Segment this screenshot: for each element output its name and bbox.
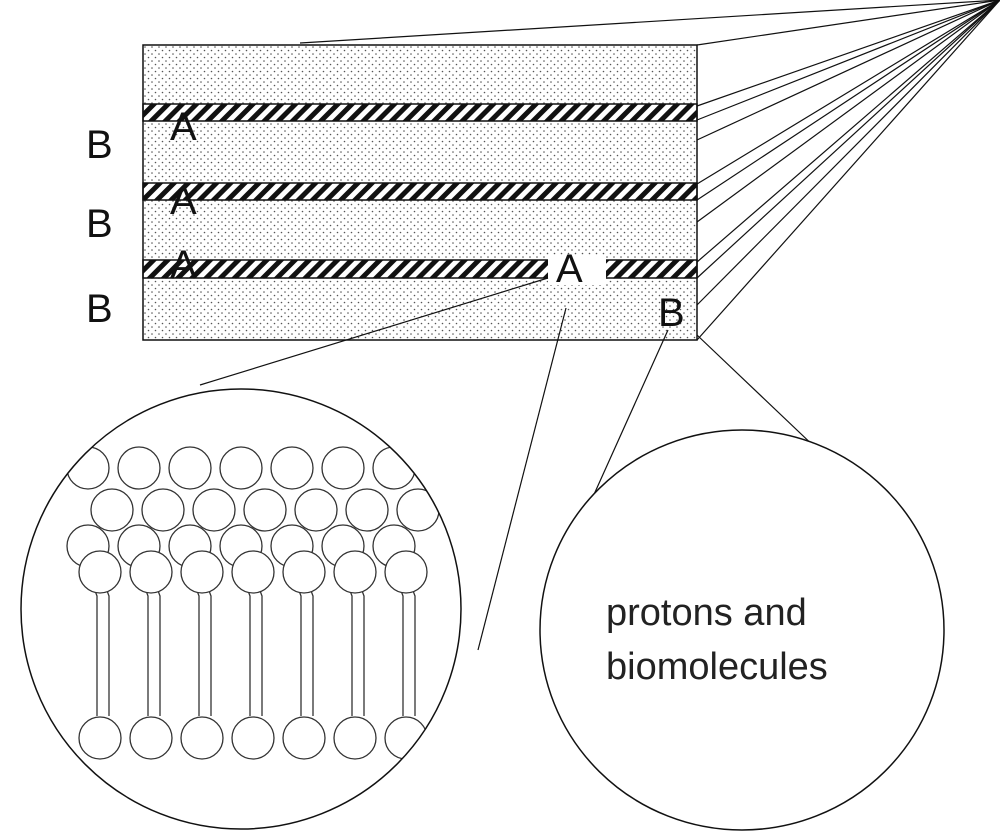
lipid-head xyxy=(282,550,326,594)
label-b-zoom: B xyxy=(658,291,685,335)
lipid-tail xyxy=(246,587,251,716)
lipid-tail xyxy=(297,587,302,716)
label-a-1: A xyxy=(170,105,197,149)
lipid-tail xyxy=(309,587,314,716)
lipid-tail xyxy=(399,587,404,716)
lipid-head xyxy=(294,488,338,532)
lipid-head xyxy=(168,446,212,490)
lipid-head xyxy=(396,488,440,532)
lipid-head xyxy=(231,716,275,760)
lipid-head xyxy=(282,716,326,760)
lipid-head xyxy=(333,550,377,594)
lipid-head xyxy=(219,446,263,490)
lipid-tail xyxy=(195,587,200,716)
convergence-lines xyxy=(299,0,1000,341)
lipid-head xyxy=(321,446,365,490)
lipid-tail xyxy=(411,587,416,716)
layer-stack xyxy=(142,44,698,341)
stack-outline xyxy=(142,44,698,341)
label-a-gap xyxy=(548,255,606,285)
lipid-head xyxy=(243,488,287,532)
lipid-zoom-outline xyxy=(20,388,462,830)
membrane-layer-2 xyxy=(142,182,698,201)
label-a-zoom: A xyxy=(556,247,583,291)
lipid-head xyxy=(180,716,224,760)
aqueous-note-line-2: biomolecules xyxy=(606,646,828,688)
lipid-head xyxy=(180,550,224,594)
lipid-head xyxy=(345,488,389,532)
membrane-layer-3 xyxy=(142,259,698,279)
aqueous-zoom: protons and biomolecules xyxy=(539,429,945,831)
aqueous-zoom-outline xyxy=(539,429,945,831)
label-b-1: B xyxy=(86,123,113,167)
label-b-3: B xyxy=(86,287,113,331)
lipid-tail xyxy=(360,587,365,716)
label-a-2: A xyxy=(170,179,197,223)
lipid-head xyxy=(192,488,236,532)
lipid-bilayer-zoom xyxy=(20,388,462,830)
lipid-tail xyxy=(348,587,353,716)
lipid-head xyxy=(90,488,134,532)
lipid-tail xyxy=(156,587,161,716)
lipid-head xyxy=(129,716,173,760)
lipid-head xyxy=(372,446,416,490)
lipid-head xyxy=(66,446,110,490)
membrane-layer-1 xyxy=(142,103,698,122)
lipid-head xyxy=(270,446,314,490)
lipid-tail xyxy=(93,587,98,716)
lipid-head xyxy=(384,716,428,760)
label-b-2: B xyxy=(86,202,113,246)
lipid-tail xyxy=(207,587,212,716)
lipid-head xyxy=(78,716,122,760)
lipid-head xyxy=(231,550,275,594)
lipid-tail xyxy=(258,587,263,716)
lipid-head xyxy=(117,446,161,490)
label-a-3: A xyxy=(170,243,197,287)
aqueous-note-line-1: protons and xyxy=(606,592,807,634)
lipid-head xyxy=(384,550,428,594)
lipid-tail xyxy=(144,587,149,716)
lipid-head xyxy=(333,716,377,760)
lipid-head xyxy=(129,550,173,594)
lipid-tail xyxy=(105,587,110,716)
lipid-head xyxy=(141,488,185,532)
lipid-head xyxy=(78,550,122,594)
